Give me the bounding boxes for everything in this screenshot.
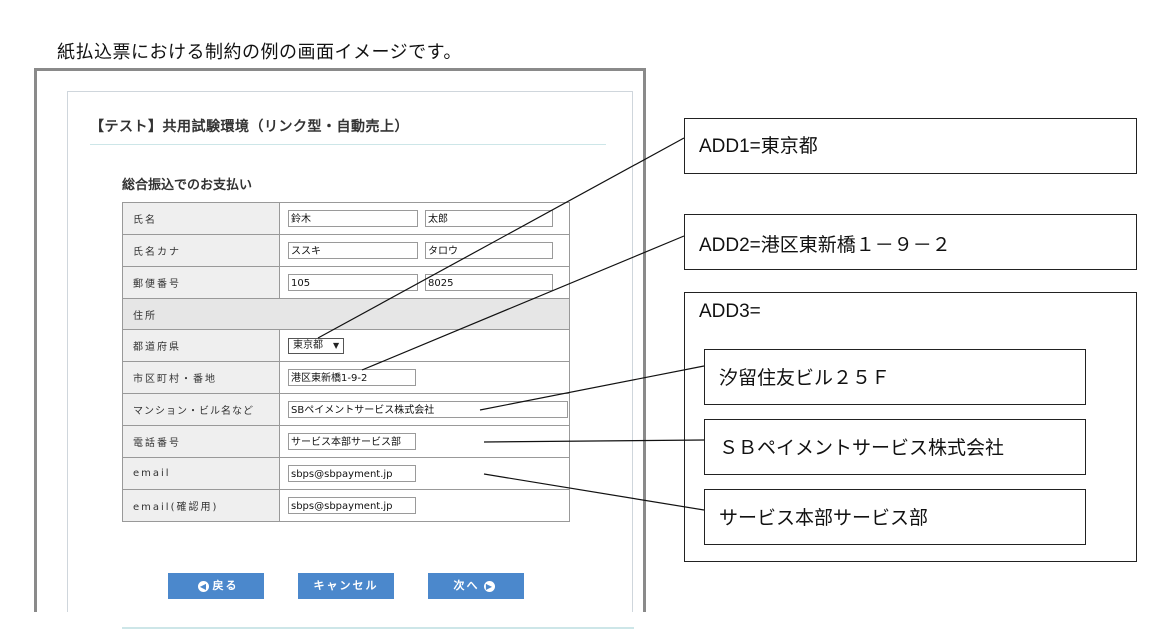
name-label: 氏名: [122, 202, 280, 235]
pref-label: 都道府県: [122, 329, 280, 362]
form-row-address-group: 住所: [122, 298, 570, 330]
payment-form-panel: 【テスト】共用試験環境（リンク型・自動売上） 総合振込でのお支払い 氏名 鈴木太…: [67, 91, 634, 629]
city-input[interactable]: 港区東新橋1-9-2: [288, 369, 416, 386]
back-button-label: 戻る: [212, 579, 239, 592]
form-row-email: email sbps@sbpayment.jp: [122, 457, 570, 490]
add3-line3-box: サービス本部サービス部: [704, 489, 1086, 545]
add3-line1-text: 汐留住友ビル２５Ｆ: [719, 368, 891, 389]
pref-select[interactable]: 東京都 ▼: [288, 337, 345, 354]
add3-line3-text: サービス本部サービス部: [719, 508, 929, 529]
form-row-city: 市区町村・番地 港区東新橋1-9-2: [122, 361, 570, 394]
last-name-kana-input[interactable]: ススキ: [288, 242, 418, 259]
email-label: email: [122, 457, 280, 490]
building-input[interactable]: SBペイメントサービス株式会社: [288, 401, 568, 418]
add2-callout: ADD2=港区東新橋１－９－２: [684, 214, 1137, 270]
first-name-kana-input[interactable]: タロウ: [425, 242, 553, 259]
next-button[interactable]: 次へ▶: [428, 573, 524, 599]
add2-text: ADD2=港区東新橋１－９－２: [699, 235, 951, 256]
form-row-email-confirm: email(確認用) sbps@sbpayment.jp: [122, 489, 570, 522]
zip-second-input[interactable]: 8025: [425, 274, 553, 291]
form-row-name: 氏名 鈴木太郎: [122, 202, 570, 235]
first-name-input[interactable]: 太郎: [425, 210, 553, 227]
add3-text: ADD3=: [699, 301, 761, 322]
add1-callout: ADD1=東京都: [684, 118, 1137, 174]
phone-input[interactable]: サービス本部サービス部: [288, 433, 416, 450]
zip-first-input[interactable]: 105: [288, 274, 418, 291]
add3-line1-box: 汐留住友ビル２５Ｆ: [704, 349, 1086, 405]
email-confirm-input[interactable]: sbps@sbpayment.jp: [288, 497, 416, 514]
back-button[interactable]: ◀戻る: [168, 573, 264, 599]
connector-email-to-line3: [483, 473, 705, 511]
connector-city-to-add2: [361, 235, 685, 371]
cancel-button[interactable]: キャンセル: [298, 573, 394, 599]
connector-pref-to-add1: [317, 137, 685, 339]
add1-text: ADD1=東京都: [699, 136, 818, 157]
screenshot-frame: 【テスト】共用試験環境（リンク型・自動売上） 総合振込でのお支払い 氏名 鈴木太…: [34, 68, 646, 629]
add3-line2-text: ＳＢペイメントサービス株式会社: [719, 438, 1005, 459]
email-confirm-label: email(確認用): [122, 489, 280, 522]
last-name-input[interactable]: 鈴木: [288, 210, 418, 227]
address-group-label: 住所: [122, 298, 570, 330]
back-arrow-icon: ◀: [197, 580, 209, 592]
next-arrow-icon: ▶: [483, 580, 495, 592]
phone-label: 電話番号: [122, 425, 280, 458]
pref-select-value: 東京都: [293, 339, 323, 351]
connector-phone-to-line2: [483, 439, 705, 443]
email-input[interactable]: sbps@sbpayment.jp: [288, 465, 416, 482]
cancel-button-label: キャンセル: [313, 579, 379, 592]
connector-building-to-line1: [479, 365, 705, 411]
caption: 紙払込票における制約の例の画面イメージです。: [57, 42, 462, 63]
add3-line2-box: ＳＢペイメントサービス株式会社: [704, 419, 1086, 475]
section-title: 総合振込でのお支払い: [122, 178, 253, 193]
form-row-building: マンション・ビル名など SBペイメントサービス株式会社: [122, 393, 570, 426]
title-divider: [90, 144, 606, 145]
chevron-down-icon: ▼: [333, 340, 340, 350]
page-title: 【テスト】共用試験環境（リンク型・自動売上）: [90, 119, 409, 135]
form-row-pref: 都道府県 東京都 ▼: [122, 329, 570, 362]
next-button-label: 次へ: [453, 579, 480, 592]
